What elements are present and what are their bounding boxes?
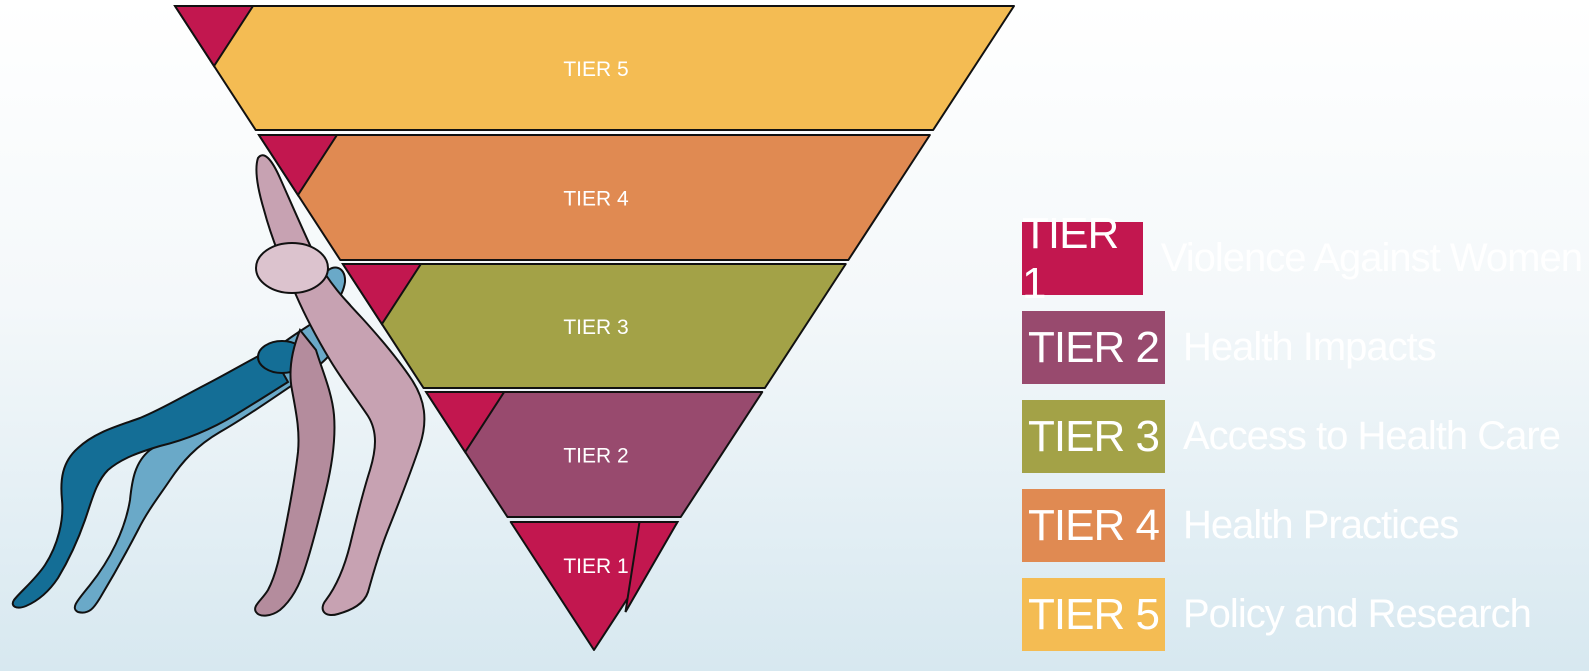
pyramid-band-shape [425, 391, 764, 518]
legend-box-tier1: TIER 1 [1022, 209, 1143, 308]
pyramid-tiers: TIER 5 TIER 4 TIER 3 TIER 2 TIER 1 [173, 5, 1015, 651]
tier-label: TIER 4 [563, 188, 629, 211]
pyramid-band-tier1: TIER 1 [509, 521, 680, 651]
legend-row-tier5: TIER 5 Policy and Research [1022, 578, 1582, 651]
pyramid-band-shape [257, 134, 931, 261]
pyramid-band-tier2: TIER 2 [424, 391, 764, 518]
pink-figure-back [254, 328, 336, 617]
tier-label: TIER 2 [563, 445, 628, 468]
corner-accent [624, 521, 680, 613]
legend-text-tier1: Violence Against Women [1160, 236, 1583, 280]
legend-row-tier3: TIER 3 Access to Health Care [1022, 400, 1582, 473]
corner-accent [173, 5, 255, 68]
legend-text-tier2: Health Impacts [1183, 325, 1437, 369]
blue-figure-back [11, 348, 290, 609]
legend-box-label: TIER 5 [1028, 589, 1160, 639]
tier-label: TIER 1 [563, 555, 628, 578]
tier-label: TIER 5 [563, 58, 628, 81]
tier-label: TIER 3 [563, 316, 628, 339]
legend-box-label: TIER 2 [1028, 322, 1160, 372]
legend-box-label: TIER 4 [1028, 500, 1160, 550]
pyramid-band-shape [341, 263, 847, 389]
legend-text-tier4: Health Practices [1183, 503, 1459, 547]
pushing-figures [11, 154, 426, 617]
legend-box-tier4: TIER 4 [1022, 489, 1165, 562]
legend-box-tier5: TIER 5 [1022, 578, 1165, 651]
legend-text-tier5: Policy and Research [1183, 592, 1532, 636]
legend-row-tier4: TIER 4 Health Practices [1022, 489, 1582, 562]
corner-accent [341, 263, 423, 326]
pyramid-band-tier4: TIER 4 [257, 134, 931, 261]
pyramid-band-shape [174, 5, 1015, 131]
legend-row-tier1: TIER 1 Violence Against Women [1022, 209, 1583, 308]
legend-row-tier2: TIER 2 Health Impacts [1022, 311, 1582, 384]
pyramid-band-tier5: TIER 5 [173, 5, 1015, 131]
pyramid-band-tier3: TIER 3 [341, 263, 847, 389]
legend-box-label: TIER 3 [1028, 411, 1160, 461]
legend-text-tier3: Access to Health Care [1183, 414, 1561, 458]
legend-box-label: TIER 1 [1022, 208, 1119, 308]
legend-box-tier3: TIER 3 [1022, 400, 1165, 473]
corner-accent [257, 134, 339, 197]
pink-figure-head [255, 242, 329, 294]
legend-box-tier2: TIER 2 [1022, 311, 1165, 384]
corner-accent [424, 391, 506, 454]
legend: TIER 1 Violence Against Women TIER 2 Hea… [1022, 209, 1583, 667]
